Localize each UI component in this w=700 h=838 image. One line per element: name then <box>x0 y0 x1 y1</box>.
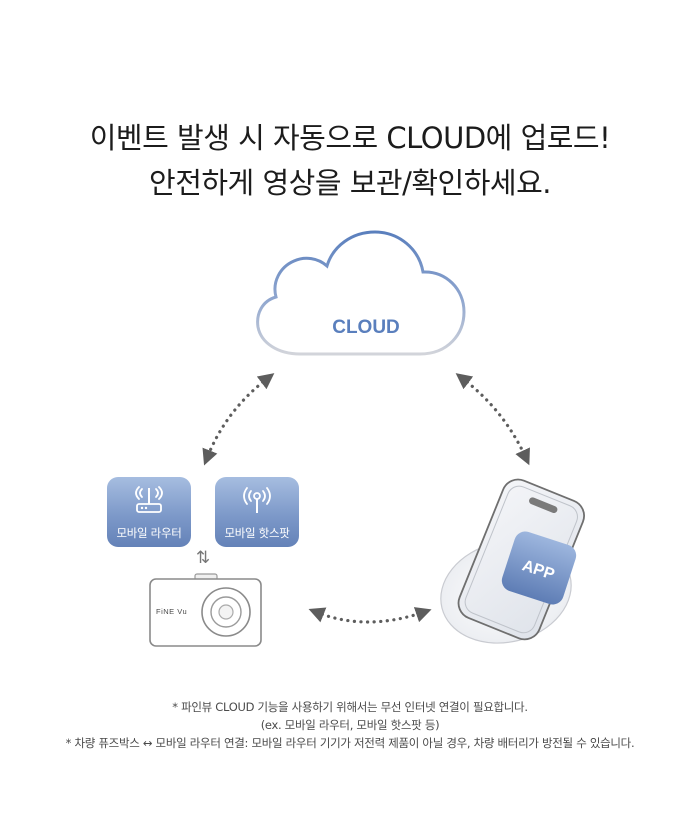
mobile-hotspot-label: 모바일 핫스팟 <box>224 526 290 540</box>
app-icon: APP <box>501 531 577 605</box>
arrow-cloud-to-devices <box>202 373 275 466</box>
arrow-cloud-to-app <box>455 373 530 466</box>
router-icon <box>135 486 163 513</box>
footnote-example: (ex. 모바일 라우터, 모바일 핫스팟 등) <box>260 718 440 732</box>
headline-line-1: 이벤트 발생 시 자동으로 CLOUD에 업로드! <box>89 121 611 155</box>
cloud-label: CLOUD <box>332 317 400 338</box>
dashcam-brand-label: FiNE Vu <box>156 607 187 616</box>
hotspot-icon <box>243 487 271 513</box>
arrow-dashcam-to-app <box>308 607 432 624</box>
mobile-router-label: 모바일 라우터 <box>116 526 182 540</box>
footnote-requirement: * 파인뷰 CLOUD 기능을 사용하기 위해서는 무선 인터넷 연결이 필요합… <box>172 700 528 714</box>
mobile-router-tile: 모바일 라우터 <box>107 477 191 547</box>
headline-line-2: 안전하게 영상을 보관/확인하세요. <box>149 166 551 200</box>
dashcam-icon: FiNE Vu <box>149 573 262 647</box>
cloud-icon: CLOUD <box>256 230 466 356</box>
footnote-battery-warning: * 차량 퓨즈박스 ↔ 모바일 라우터 연결: 모바일 라우터 기기가 저전력 … <box>65 736 635 750</box>
swap-arrows-icon: ⇅ <box>196 548 210 568</box>
mobile-hotspot-tile: 모바일 핫스팟 <box>215 477 299 547</box>
